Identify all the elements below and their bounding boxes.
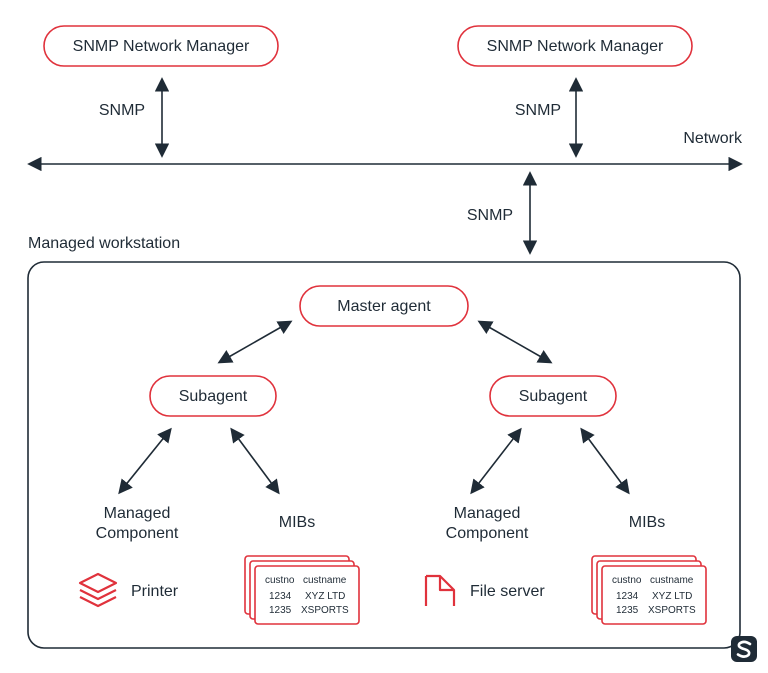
connector-subagent-right-mibs	[580, 427, 630, 495]
protocol-label: SNMP	[99, 102, 145, 119]
subagent-node-right: Subagent	[489, 375, 617, 417]
component-label-line1: Managed	[454, 505, 521, 522]
snmp-manager-label: SNMP Network Manager	[73, 38, 250, 55]
device-label-printer: Printer	[131, 583, 179, 600]
component-label-line2: Component	[96, 525, 179, 542]
workstation-label: Managed workstation	[28, 235, 180, 252]
protocol-label: SNMP	[467, 207, 513, 224]
layers-icon	[78, 572, 118, 608]
mib-table-header: custname	[303, 575, 347, 586]
mibs-label: MIBs	[279, 514, 315, 531]
mib-table-header: custname	[650, 575, 694, 586]
mib-table-right: custno custname 1234 XYZ LTD 1235 XSPORT…	[591, 555, 707, 625]
connector-subagent-left-component	[118, 427, 172, 495]
snmp-manager-label: SNMP Network Manager	[487, 38, 664, 55]
mibs-label: MIBs	[629, 514, 665, 531]
snmp-manager-node-right: SNMP Network Manager	[457, 25, 693, 67]
workstation-boundary	[27, 261, 741, 649]
protocol-label: SNMP	[515, 102, 561, 119]
document-icon	[424, 574, 456, 606]
master-agent-label: Master agent	[337, 298, 431, 315]
mib-table-cell: XYZ LTD	[305, 591, 345, 602]
master-agent-node: Master agent	[299, 285, 469, 327]
component-label-line2: Component	[446, 525, 529, 542]
mib-table-left: custno custname 1234 XYZ LTD 1235 XSPORT…	[244, 555, 360, 625]
mib-table-cell: XSPORTS	[301, 605, 349, 616]
connector-subagent-left-mibs	[230, 427, 280, 495]
component-label-line1: Managed	[104, 505, 171, 522]
subagent-node-left: Subagent	[149, 375, 277, 417]
mib-table-cell: 1234	[269, 591, 292, 602]
connector-master-subagent-right	[477, 320, 553, 364]
connector-subagent-right-component	[470, 427, 522, 495]
mib-table-cell: XYZ LTD	[652, 591, 692, 602]
mib-table-header: custno	[265, 575, 295, 586]
connector-master-subagent-left	[217, 320, 293, 364]
mib-table-cell: 1235	[616, 605, 639, 616]
network-label: Network	[683, 130, 743, 147]
device-label-file-server: File server	[470, 583, 545, 600]
mib-table-cell: 1234	[616, 591, 639, 602]
mib-table-cell: 1235	[269, 605, 292, 616]
subagent-label: Subagent	[179, 388, 248, 405]
mib-table-header: custno	[612, 575, 642, 586]
subagent-label: Subagent	[519, 388, 588, 405]
snmp-manager-node-left: SNMP Network Manager	[43, 25, 279, 67]
mib-table-cell: XSPORTS	[648, 605, 696, 616]
s-logo-icon	[731, 636, 757, 662]
